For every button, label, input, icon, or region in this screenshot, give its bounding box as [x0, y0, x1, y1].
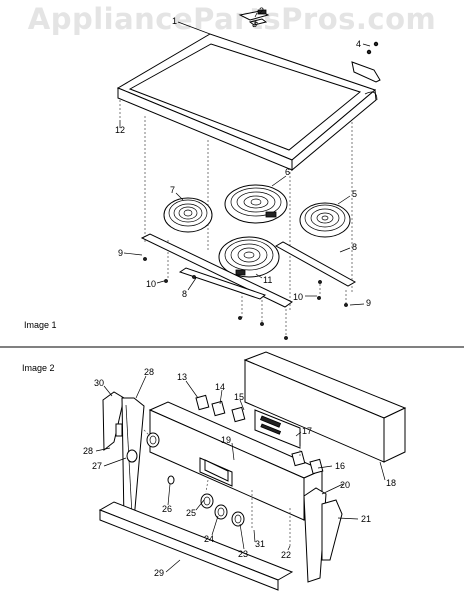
image-1-caption: Image 1 [24, 320, 57, 330]
callout-29: 29 [154, 568, 164, 578]
callout-31: 31 [255, 539, 265, 549]
callout-24: 24 [204, 534, 214, 544]
callout-11: 11 [263, 275, 272, 285]
guide-lines [119, 100, 353, 338]
callout-14: 14 [215, 382, 225, 392]
callouts-image-1: 1 2 3 4 12 7 6 5 9 10 8 11 8 10 9 [115, 6, 371, 308]
surface-element-6 [224, 184, 288, 224]
callout-20: 20 [340, 480, 350, 490]
callouts-image-2: 30 28 13 14 15 17 28 27 19 16 18 26 25 2… [83, 367, 396, 578]
callout-12: 12 [115, 125, 125, 135]
image-1-assembly: 1 2 3 4 12 7 6 5 9 10 8 11 8 10 9 Image … [24, 6, 381, 340]
callout-5: 5 [352, 189, 357, 199]
callout-23: 23 [238, 549, 248, 559]
watermark: AppliancePartsPros.com [27, 2, 437, 36]
surface-element-5 [299, 202, 351, 238]
callout-8-right: 8 [352, 242, 357, 252]
image-2-caption: Image 2 [22, 363, 55, 373]
callout-13: 13 [177, 372, 187, 382]
callout-16: 16 [335, 461, 345, 471]
left-endcap [102, 391, 145, 523]
callout-7: 7 [170, 185, 175, 195]
surface-element-11 [218, 236, 280, 278]
cooktop-top [116, 33, 378, 172]
callout-21: 21 [361, 514, 371, 524]
callout-28-left: 28 [83, 446, 93, 456]
callout-27: 27 [92, 461, 102, 471]
callout-4: 4 [356, 39, 361, 49]
callout-28-top: 28 [144, 367, 154, 377]
bottom-trim [98, 501, 294, 591]
callout-22: 22 [281, 550, 291, 560]
callout-17: 17 [302, 426, 312, 436]
leader-lines-1 [119, 12, 371, 306]
callout-25: 25 [186, 508, 196, 518]
backguard-glass [243, 351, 407, 463]
support-brackets [140, 233, 357, 340]
callout-9-right: 9 [366, 298, 371, 308]
hinge-parts [238, 9, 381, 83]
image-2-assembly: Image 2 [22, 351, 407, 591]
guide-lines-2 [143, 429, 301, 548]
callout-19: 19 [221, 435, 231, 445]
right-endcap [303, 487, 343, 583]
leader-lines-2 [95, 375, 386, 573]
callout-9-left: 9 [118, 248, 123, 258]
callout-10-right: 10 [293, 292, 303, 302]
callout-10-left: 10 [146, 279, 156, 289]
callout-2: 2 [259, 6, 264, 16]
callout-18: 18 [386, 478, 396, 488]
callout-1: 1 [172, 16, 177, 26]
callout-3: 3 [252, 19, 257, 29]
surface-element-7 [163, 197, 213, 233]
callout-15: 15 [234, 392, 244, 402]
callout-30: 30 [94, 378, 104, 388]
callout-8-bottom: 8 [182, 289, 187, 299]
callout-6: 6 [285, 167, 290, 177]
knobs [126, 432, 245, 527]
callout-26: 26 [162, 504, 172, 514]
